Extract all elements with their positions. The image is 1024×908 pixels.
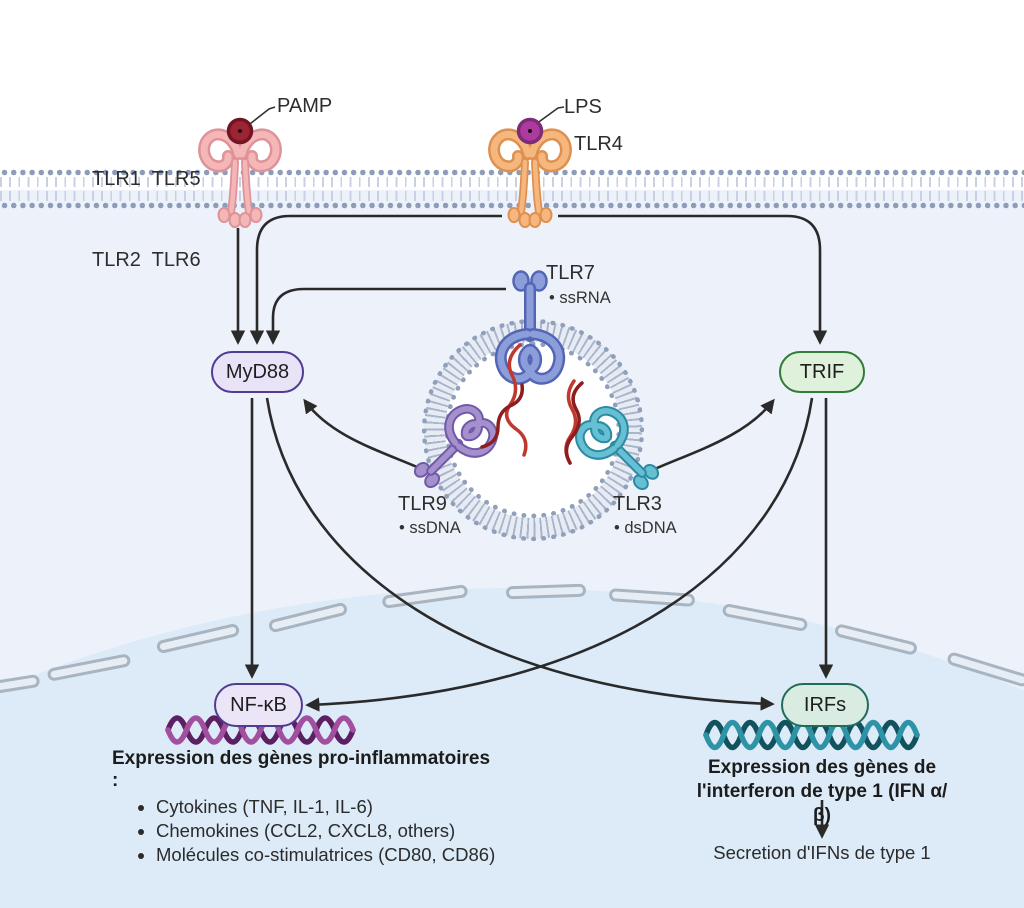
plasma-membrane — [0, 168, 1024, 210]
pamp-ligand-icon — [226, 117, 254, 145]
dna-helix-interferon — [703, 719, 920, 751]
proinflammatory-genes-block: Expression des gènes pro-inflammatoires … — [100, 748, 500, 868]
pamp-leader-line — [245, 106, 276, 128]
arrow-tlr4-to-myd88 — [249, 214, 502, 345]
membrane-inner-leaflet — [0, 201, 1024, 210]
arrow-tlr9-to-myd88 — [303, 398, 425, 472]
lps-label: LPS — [564, 96, 602, 118]
arrow-tlr3-to-trif — [647, 398, 775, 474]
arrow-trif-to-nfkb — [305, 397, 814, 712]
receptor-feet — [217, 207, 263, 228]
lps-leader-line — [535, 106, 565, 125]
tlr9-receptor-icon — [413, 404, 498, 489]
tlr4-receptor-icon — [488, 117, 572, 228]
arrow-tlr4-to-trif — [558, 214, 828, 345]
surface-tlr-row1: TLR1 TLR5 — [92, 168, 201, 190]
surface-tlr-row2: TLR2 TLR6 — [92, 249, 201, 271]
tlr9-ligand-label: • ssDNA — [399, 519, 461, 537]
ifn-secretion-label: Secretion d'IFNs de type 1 — [713, 842, 931, 863]
interferon-heading-line2: l'interferon de type 1 (IFN α/β) — [696, 781, 948, 826]
membrane-tails — [0, 191, 1024, 201]
arrow-tlr7-to-myd88 — [265, 287, 506, 345]
tlr3-ligand-label: • dsDNA — [614, 519, 677, 537]
proinflammatory-item: Molécules co-stimulatrices (CD80, CD86) — [156, 844, 500, 866]
tlr7-ligand-label: • ssRNA — [549, 289, 611, 307]
receptor-feet — [507, 207, 553, 228]
tlr3-receptor-icon — [575, 406, 660, 491]
irfs-node: IRFs — [781, 683, 869, 727]
arrow-myd88-to-irfs — [265, 397, 775, 711]
trif-node: TRIF — [779, 351, 865, 393]
proinflammatory-heading: Expression des gènes pro-inflammatoires … — [112, 748, 491, 791]
surface-tlr-receptor-icon — [198, 117, 282, 228]
membrane-tails — [0, 177, 1024, 187]
surface-tlr-labels: TLR1 TLR5 TLR2 TLR6 — [92, 112, 201, 328]
tlr4-label: TLR4 — [574, 133, 623, 155]
tlr7-receptor-icon — [494, 270, 566, 385]
nfkb-node: NF-κB — [214, 683, 303, 727]
lps-ligand-icon — [516, 117, 544, 145]
dsdna-strand-2 — [564, 381, 584, 465]
ssdna-strand — [480, 383, 525, 449]
myd88-node: MyD88 — [211, 351, 304, 393]
proinflammatory-item: Cytokines (TNF, IL-1, IL-6) — [156, 796, 500, 818]
tlr3-label: TLR3 — [613, 493, 662, 515]
tlr9-label: TLR9 — [398, 493, 447, 515]
interferon-genes-block: Expression des gènes de l'interferon de … — [690, 756, 954, 828]
dna-helix-proinflammatory — [165, 715, 356, 745]
nucleic-acid-strands — [480, 343, 584, 465]
pamp-label: PAMP — [277, 95, 333, 117]
membrane-outer-leaflet — [0, 168, 1024, 177]
tlr7-label: TLR7 — [546, 262, 595, 284]
interferon-heading-line1: Expression des gènes de — [707, 757, 937, 778]
proinflammatory-item: Chemokines (CCL2, CXCL8, others) — [156, 820, 500, 842]
